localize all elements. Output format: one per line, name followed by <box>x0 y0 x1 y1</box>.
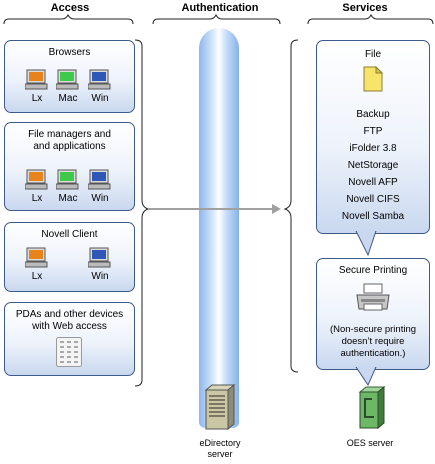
printer-icon <box>356 283 390 311</box>
client-label: Mac <box>58 93 78 104</box>
file-service-item: Novell Samba <box>341 211 405 222</box>
edirectory-server-icon <box>204 384 236 431</box>
flow-arrow-head <box>272 204 281 214</box>
windows-pc-icon: Win <box>87 169 112 204</box>
file-service-item: iFolder 3.8 <box>349 143 397 154</box>
browsers-title: Browsers <box>48 47 91 58</box>
file-service-item: Novell AFP <box>348 177 398 188</box>
client-label: Lx <box>31 93 43 104</box>
client-label: Lx <box>31 193 43 204</box>
file-callout-pointer <box>355 231 377 257</box>
access-brace <box>134 39 150 387</box>
browsers-box: Browsers Lx Mac Win <box>4 40 135 113</box>
authentication-pillar <box>199 28 239 428</box>
services-brace <box>283 39 299 373</box>
client-label: Win <box>91 271 109 282</box>
pdas-title-line1: PDAs and other devices <box>15 309 124 320</box>
novell-client-box: Novell Client Lx Win <box>4 222 135 292</box>
novell-client-title: Novell Client <box>41 229 98 240</box>
file-services-box: File Backup FTP iFolder 3.8 NetStorage N… <box>316 40 430 234</box>
secure-printing-title: Secure Printing <box>338 265 408 276</box>
mac-pc-icon: Mac <box>55 169 80 204</box>
column-heading-authentication: Authentication <box>181 2 259 14</box>
column-heading-access: Access <box>50 2 90 14</box>
client-label: Mac <box>58 193 78 204</box>
file-managers-title-line2: and applications <box>33 141 106 152</box>
edirectory-server-label-line1: eDirectory <box>199 438 241 448</box>
client-label: Win <box>91 93 109 104</box>
linux-pc-icon: Lx <box>24 169 49 204</box>
client-label: Win <box>91 193 109 204</box>
file-service-item: NetStorage <box>347 160 399 171</box>
printing-note-line3: authentication.) <box>340 348 406 359</box>
windows-pc-icon: Win <box>87 247 112 282</box>
printing-note-line2: doesn’t require <box>341 336 405 347</box>
pda-keypad-icon <box>56 337 82 367</box>
linux-pc-icon: Lx <box>24 69 49 104</box>
file-title: File <box>364 49 382 60</box>
pdas-title-line2: with Web access <box>32 321 107 332</box>
printing-callout-pointer <box>355 367 377 387</box>
document-icon <box>363 66 384 92</box>
mac-pc-icon: Mac <box>55 69 80 104</box>
file-managers-box: File managers and and applications Lx Ma… <box>4 122 135 211</box>
oes-server-icon <box>358 386 386 430</box>
edirectory-server-label-line2: server <box>207 449 233 459</box>
file-service-item: Novell CIFS <box>346 194 400 205</box>
secure-printing-box: Secure Printing (Non-secure printing doe… <box>316 258 430 370</box>
column-heading-services: Services <box>342 2 388 14</box>
linux-pc-icon: Lx <box>24 247 49 282</box>
client-label: Lx <box>31 271 43 282</box>
file-service-item: FTP <box>363 126 383 137</box>
file-service-item: Backup <box>356 109 390 120</box>
printing-note-line1: (Non-secure printing <box>329 324 417 335</box>
file-managers-title-line1: File managers and <box>28 129 111 140</box>
heading-braces <box>3 13 434 25</box>
pdas-box: PDAs and other devices with Web access <box>4 302 135 376</box>
windows-pc-icon: Win <box>87 69 112 104</box>
oes-server-label: OES server <box>346 438 394 448</box>
